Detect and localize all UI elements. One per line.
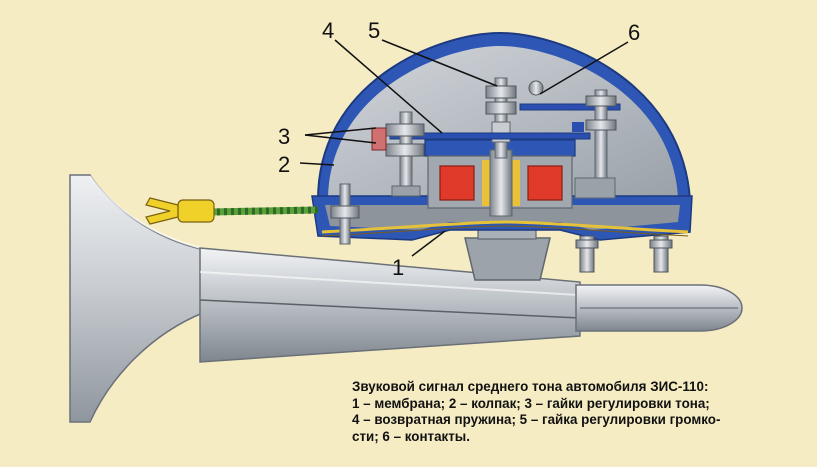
- caption-line-1: Звуковой сигнал среднего тона автомобиля…: [352, 379, 709, 394]
- leader-2: [299, 162, 335, 166]
- housing-base: [311, 195, 693, 241]
- electromagnet: [424, 139, 576, 217]
- leader-3b: [304, 134, 377, 144]
- leader-4: [334, 39, 443, 134]
- mount-stud-right: [649, 235, 673, 273]
- caption-line-4: сти; 6 – контакты.: [352, 428, 470, 444]
- callout-4: 4: [322, 18, 334, 43]
- horn-nozzle: [575, 284, 743, 332]
- callout-3: 3: [278, 124, 290, 149]
- leader-6: [539, 41, 629, 95]
- left-mount-bolt: [330, 183, 360, 245]
- mount-stud-left: [575, 235, 599, 273]
- leader-lines: [299, 39, 629, 257]
- lead-wire: [145, 197, 319, 225]
- caption-line-2: 1 – мембрана; 2 – колпак; 3 – гайки регу…: [352, 395, 710, 411]
- leader-1: [411, 230, 446, 257]
- leader-5: [381, 39, 498, 87]
- figure-caption: Звуковой сигнал среднего тона автомобиля…: [352, 379, 814, 445]
- callout-1: 1: [392, 255, 404, 280]
- fork-lug: [145, 197, 179, 225]
- caption-line-3: 4 – возвратная пружина; 5 – гайка регули…: [352, 412, 721, 427]
- coil-right: [527, 165, 563, 201]
- callout-6: 6: [628, 20, 640, 45]
- leader-3a: [304, 127, 377, 136]
- membrane: [321, 220, 689, 237]
- tone-adjust-nuts: [371, 111, 425, 197]
- contacts: [519, 80, 621, 199]
- coil-left: [439, 165, 475, 201]
- wire-terminal: [177, 199, 215, 223]
- callout-5: 5: [368, 18, 380, 43]
- callout-2: 2: [278, 152, 290, 177]
